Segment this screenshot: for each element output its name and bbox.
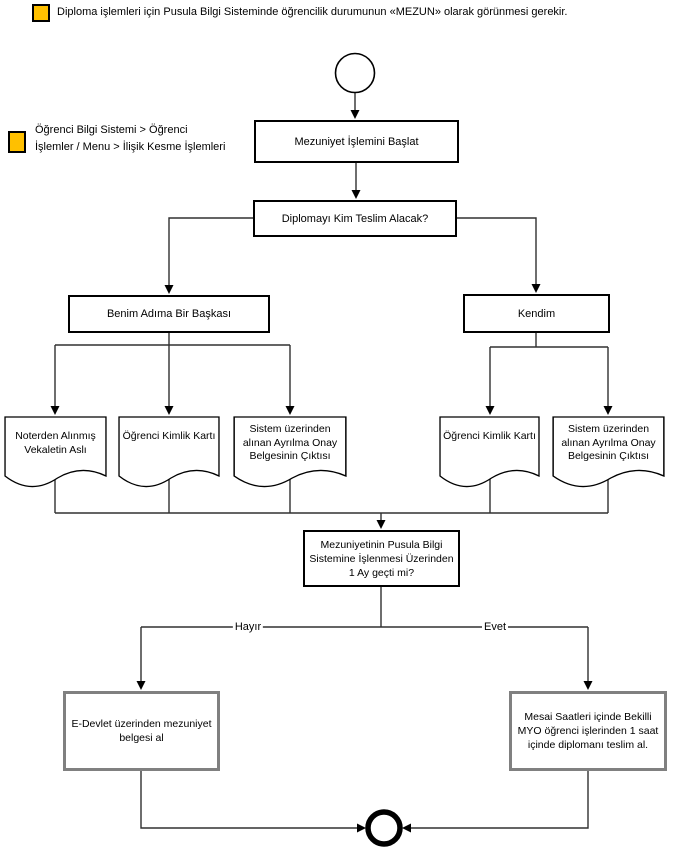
document-departure-approval-right: Sistem üzerinden alınan Ayrılma Onay Bel… <box>552 416 665 492</box>
document-departure-approval-left-label: Sistem üzerinden alınan Ayrılma Onay Bel… <box>242 423 338 462</box>
branch-someone-else: Benim Adıma Bir Başkası <box>68 295 270 333</box>
step-start-graduation: Mezuniyet İşlemini Başlat <box>254 120 459 163</box>
note-obs-line2: İşlemler / Menu > İlişik Kesme İşlemleri <box>35 141 226 153</box>
decision-who-receives: Diplomayı Kim Teslim Alacak? <box>253 200 457 237</box>
decision-one-month-label: Mezuniyetinin Pusula Bilgi Sistemine İşl… <box>309 538 454 579</box>
step-start-graduation-label: Mezuniyet İşlemini Başlat <box>294 135 419 148</box>
document-shape <box>233 416 347 488</box>
action-edevlet: E-Devlet üzerinden mezuniyet belgesi al <box>63 691 220 771</box>
document-shape <box>118 416 220 488</box>
document-shape <box>439 416 540 488</box>
edge-label-yes: Evet <box>481 620 509 634</box>
decision-who-receives-label: Diplomayı Kim Teslim Alacak? <box>281 212 429 225</box>
edge-label-no: Hayır <box>232 620 264 634</box>
note-obs: Öğrenci Bilgi Sistemi > Öğrenci İşlemler… <box>35 122 225 156</box>
document-departure-approval-left: Sistem üzerinden alınan Ayrılma Onay Bel… <box>233 416 347 492</box>
document-departure-approval-right-label: Sistem üzerinden alınan Ayrılma Onay Bel… <box>561 423 656 462</box>
note-marker-icon <box>32 4 50 22</box>
end-node <box>365 809 403 847</box>
note-marker-icon <box>8 131 26 153</box>
action-edevlet-label: E-Devlet üzerinden mezuniyet belgesi al <box>71 718 212 744</box>
branch-myself: Kendim <box>463 294 610 333</box>
document-shape <box>4 416 107 488</box>
document-shape <box>552 416 665 488</box>
note-mezun: Diploma işlemleri için Pusula Bilgi Sist… <box>57 6 568 18</box>
action-pickup-diploma-label: Mesai Saatleri içinde Bekilli MYO öğrenc… <box>517 711 659 751</box>
arrowheads <box>50 110 613 833</box>
document-student-id-left: Öğrenci Kimlik Kartı <box>118 416 220 492</box>
document-notary-power: Noterden Alınmış Vekaletin Aslı <box>4 416 107 492</box>
branch-someone-else-label: Benim Adıma Bir Başkası <box>106 308 232 320</box>
note-obs-line1: Öğrenci Bilgi Sistemi > Öğrenci <box>35 124 188 136</box>
connector-lines <box>54 93 609 829</box>
branch-myself-label: Kendim <box>517 307 556 320</box>
document-student-id-right: Öğrenci Kimlik Kartı <box>439 416 540 492</box>
action-pickup-diploma: Mesai Saatleri içinde Bekilli MYO öğrenc… <box>509 691 667 771</box>
decision-one-month: Mezuniyetinin Pusula Bilgi Sistemine İşl… <box>303 530 460 587</box>
document-notary-power-label: Noterden Alınmış Vekaletin Aslı <box>15 430 96 456</box>
start-node <box>334 52 376 94</box>
document-student-id-left-label: Öğrenci Kimlik Kartı <box>122 430 216 442</box>
document-student-id-right-label: Öğrenci Kimlik Kartı <box>443 430 536 442</box>
